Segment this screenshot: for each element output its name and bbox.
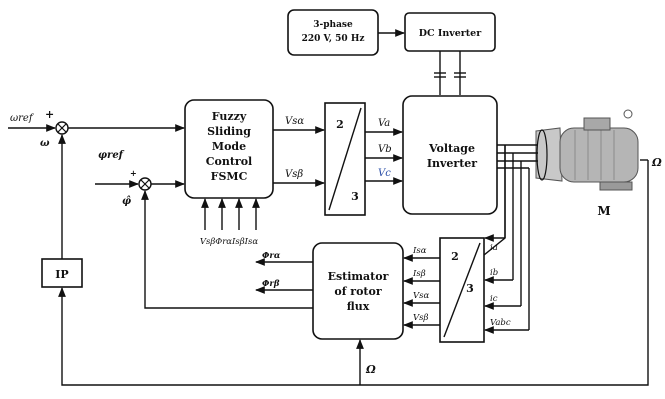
transform-top-number: 2 — [336, 118, 344, 131]
omega-plus-sign: + — [45, 108, 54, 121]
vb-label: Vb — [378, 144, 392, 155]
meas-ia-label: ia — [490, 243, 498, 253]
omega-ref-label: ωref — [10, 113, 35, 124]
fsmc-label-line3: Mode — [212, 140, 246, 153]
est-in-vsa-label: Vsα — [413, 291, 430, 301]
estimator-line2: of rotor — [334, 285, 381, 298]
ip-controller-block — [41, 258, 83, 288]
voltage-inverter-line1: Voltage — [428, 142, 475, 155]
omega-minus-label: ω — [40, 138, 50, 149]
fsmc-label-line4: Control — [206, 155, 252, 168]
phi-minus-label: φ̂ — [122, 196, 131, 207]
speed-summing-junction — [55, 121, 69, 135]
estimator-line1: Estimator — [328, 270, 389, 283]
transform-2-3-block — [324, 102, 366, 216]
fsmc-inputs-label: VsβΦrαIsβIsα — [200, 237, 259, 247]
dc-inverter-block — [404, 12, 496, 52]
transform-bottom-number: 3 — [351, 190, 359, 203]
est-in-isb-label: Isβ — [412, 269, 426, 279]
fsmc-label-line2: Sliding — [207, 125, 251, 138]
flux-estimator-block — [312, 242, 404, 340]
meas-vabc-label: Vabc — [490, 318, 511, 328]
phi-r-beta-label: Φrβ — [262, 279, 280, 289]
phi-ref-label: φref — [98, 150, 125, 161]
fsmc-label-line5: FSMC — [211, 170, 248, 183]
measure-transform-top-number: 2 — [451, 250, 459, 263]
motor-label: M — [597, 204, 610, 218]
est-in-vsb-label: Vsβ — [413, 313, 429, 323]
flux-summing-junction — [138, 177, 152, 191]
meas-ic-label: ic — [490, 294, 498, 304]
supply-label-line1: 3-phase — [313, 20, 353, 30]
est-in-isa-label: Isα — [412, 246, 427, 256]
omega-estimator-label: Ω — [365, 363, 376, 376]
fsmc-label-line1: Fuzzy — [212, 110, 247, 123]
measure-transform-bottom-number: 3 — [466, 282, 474, 295]
vs-beta-label: Vsβ — [285, 169, 303, 180]
va-label: Va — [378, 118, 390, 129]
estimator-line3: flux — [347, 300, 370, 313]
voltage-inverter-block — [402, 95, 498, 215]
dc-inverter-label: DC Inverter — [419, 28, 482, 39]
phi-plus-sign: + — [130, 168, 137, 178]
phi-r-alpha-label: Φrα — [262, 251, 281, 261]
meas-ib-label: ib — [490, 268, 498, 278]
voltage-inverter-line2: Inverter — [427, 157, 477, 170]
three-phase-supply-block — [287, 9, 379, 56]
vs-alpha-label: Vsα — [285, 116, 304, 127]
induction-motor-icon — [535, 109, 639, 191]
vc-label: Vc — [378, 168, 391, 179]
ip-label: IP — [55, 268, 68, 281]
fsmc-block — [184, 99, 274, 199]
supply-label-line2: 220 V, 50 Hz — [302, 34, 365, 44]
omega-feedback-label: Ω — [651, 156, 662, 169]
